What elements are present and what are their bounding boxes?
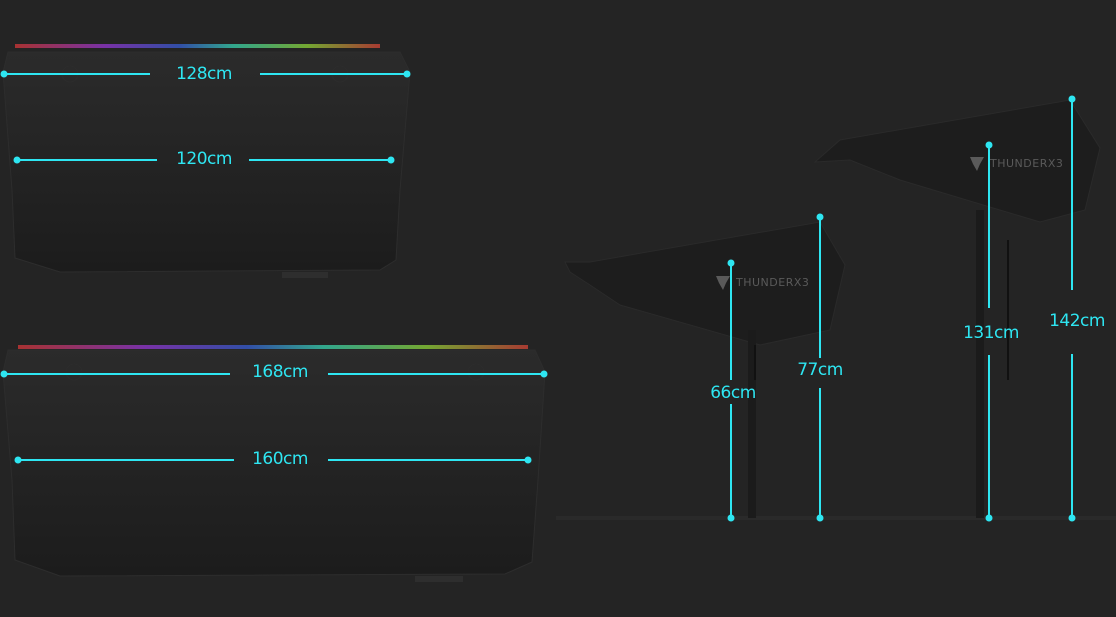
brand-logo: THUNDERX3	[716, 276, 809, 290]
control-panel	[415, 576, 463, 582]
dimension-endpoint-dot	[727, 259, 735, 267]
desk-large-top	[2, 349, 546, 577]
brand-name-high: THUNDERX3	[989, 157, 1063, 170]
dimension-endpoint-dot	[14, 456, 22, 464]
desk-side-low: THUNDERX3	[564, 221, 846, 518]
desk-side-low-top	[564, 221, 846, 346]
dimension-endpoint-dot	[1068, 95, 1076, 103]
desk-large-outer-width-label: 168cm	[252, 362, 308, 382]
control-panel	[282, 272, 328, 278]
thunderx3-logo-icon	[716, 276, 730, 290]
cable-hole-icon	[467, 363, 485, 381]
brand-name-low: THUNDERX3	[735, 276, 809, 289]
height-low-min-label: 66cm	[710, 383, 756, 403]
dimension-endpoint-dot	[387, 156, 395, 164]
dimension-endpoint-dot	[985, 141, 993, 149]
rgb-glow-strip	[15, 44, 380, 48]
height-high-max-label: 142cm	[1049, 311, 1105, 331]
dimension-endpoint-dot	[0, 70, 8, 78]
dimension-endpoint-dot	[0, 370, 8, 378]
desk-large-inner-width-label: 160cm	[252, 449, 308, 469]
desk-side-high-top	[813, 99, 1101, 223]
desk-small-outer-width-label: 128cm	[176, 64, 232, 84]
dimension-endpoint-dot	[727, 514, 735, 522]
desk-small-top	[2, 51, 411, 273]
dimension-endpoint-dot	[816, 514, 824, 522]
brand-logo: THUNDERX3	[970, 157, 1063, 171]
dimension-endpoint-dot	[13, 156, 21, 164]
cable-hole-icon	[65, 363, 83, 381]
dimension-endpoint-dot	[985, 514, 993, 522]
dimension-endpoint-dot	[540, 370, 548, 378]
desk-small-inner-width-label: 120cm	[176, 149, 232, 169]
desk-small: 128cm 120cm	[0, 44, 411, 278]
height-low-max-label: 77cm	[797, 360, 843, 380]
dimension-endpoint-dot	[1068, 514, 1076, 522]
dimension-endpoint-dot	[403, 70, 411, 78]
desk-large: 168cm 160cm	[0, 345, 548, 582]
dimension-endpoint-dot	[524, 456, 532, 464]
rgb-glow-strip	[18, 345, 528, 349]
desk-side-high: THUNDERX3	[813, 99, 1101, 518]
height-high-min-label: 131cm	[963, 323, 1019, 343]
dimension-endpoint-dot	[816, 213, 824, 221]
thunderx3-logo-icon	[970, 157, 984, 171]
desk-side-view: THUNDERX3 THUNDERX3 66cm 77cm	[556, 95, 1116, 522]
